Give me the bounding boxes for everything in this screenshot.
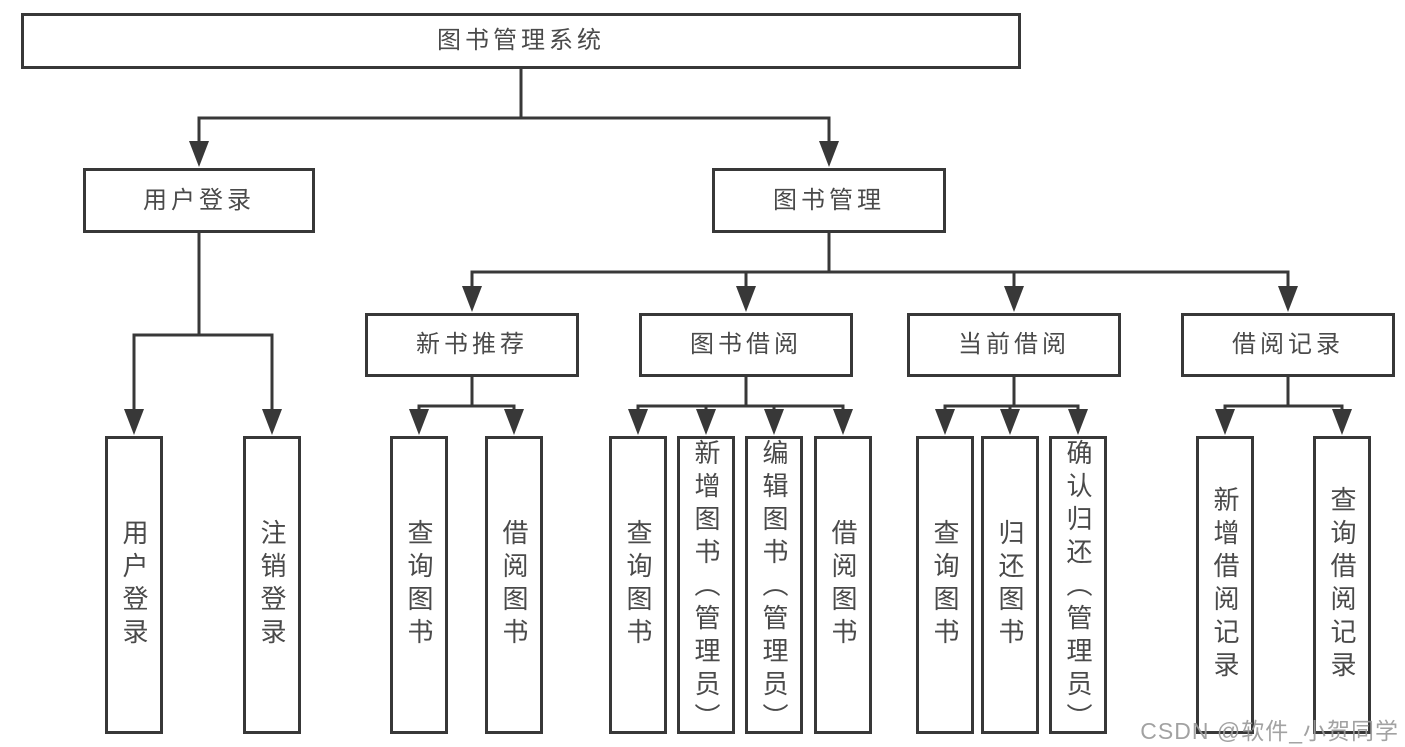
node-book-management: 图书管理 — [712, 168, 946, 233]
leaf-query-books-2: 查询图书 — [609, 436, 667, 734]
leaf-borrow-books-2-label: 借阅图书 — [828, 519, 858, 651]
leaf-confirm-return-admin: 确认归还（管理员） — [1049, 436, 1107, 736]
leaf-confirm-return-admin-label: 确认归还（管理员） — [1063, 439, 1093, 736]
node-library-system-label: 图书管理系统 — [437, 27, 605, 54]
leaf-query-books-1: 查询图书 — [390, 436, 448, 734]
leaf-add-book-admin-label: 新增图书（管理员） — [691, 439, 721, 736]
leaf-edit-book-admin-label: 编辑图书（管理员） — [759, 439, 789, 736]
leaf-query-borrow-record-label: 查询借阅记录 — [1327, 486, 1357, 684]
node-current-borrow: 当前借阅 — [907, 313, 1121, 377]
node-book-borrow: 图书借阅 — [639, 313, 853, 377]
leaf-add-borrow-record-label: 新增借阅记录 — [1210, 486, 1240, 684]
watermark-csdn: CSDN @软件_小贺同学 — [1140, 718, 1399, 744]
node-new-book-recommend-label: 新书推荐 — [416, 331, 528, 358]
leaf-query-books-2-label: 查询图书 — [623, 519, 653, 651]
node-user-login: 用户登录 — [83, 168, 315, 233]
leaf-query-borrow-record: 查询借阅记录 — [1313, 436, 1371, 734]
leaf-borrow-books-2: 借阅图书 — [814, 436, 872, 734]
node-user-login-label: 用户登录 — [143, 186, 255, 214]
leaf-query-books-3-label: 查询图书 — [930, 519, 960, 651]
leaf-logout-label: 注销登录 — [257, 519, 287, 651]
leaf-user-login-label: 用户登录 — [119, 519, 149, 651]
node-book-management-label: 图书管理 — [773, 186, 885, 214]
node-new-book-recommend: 新书推荐 — [365, 313, 579, 377]
leaf-add-book-admin: 新增图书（管理员） — [677, 436, 735, 736]
leaf-query-books-3: 查询图书 — [916, 436, 974, 734]
leaf-user-login: 用户登录 — [105, 436, 163, 734]
node-borrow-records-label: 借阅记录 — [1232, 331, 1344, 358]
leaf-borrow-books-1-label: 借阅图书 — [499, 519, 529, 651]
leaf-return-book-label: 归还图书 — [995, 519, 1025, 651]
leaf-borrow-books-1: 借阅图书 — [485, 436, 543, 734]
arrowheads — [124, 141, 1352, 435]
leaf-query-books-1-label: 查询图书 — [404, 519, 434, 651]
leaf-return-book: 归还图书 — [981, 436, 1039, 734]
leaf-add-borrow-record: 新增借阅记录 — [1196, 436, 1254, 734]
node-book-borrow-label: 图书借阅 — [690, 331, 802, 358]
node-library-system: 图书管理系统 — [21, 13, 1021, 69]
node-borrow-records: 借阅记录 — [1181, 313, 1395, 377]
leaf-edit-book-admin: 编辑图书（管理员） — [745, 436, 803, 736]
node-current-borrow-label: 当前借阅 — [958, 331, 1070, 358]
leaf-logout: 注销登录 — [243, 436, 301, 734]
